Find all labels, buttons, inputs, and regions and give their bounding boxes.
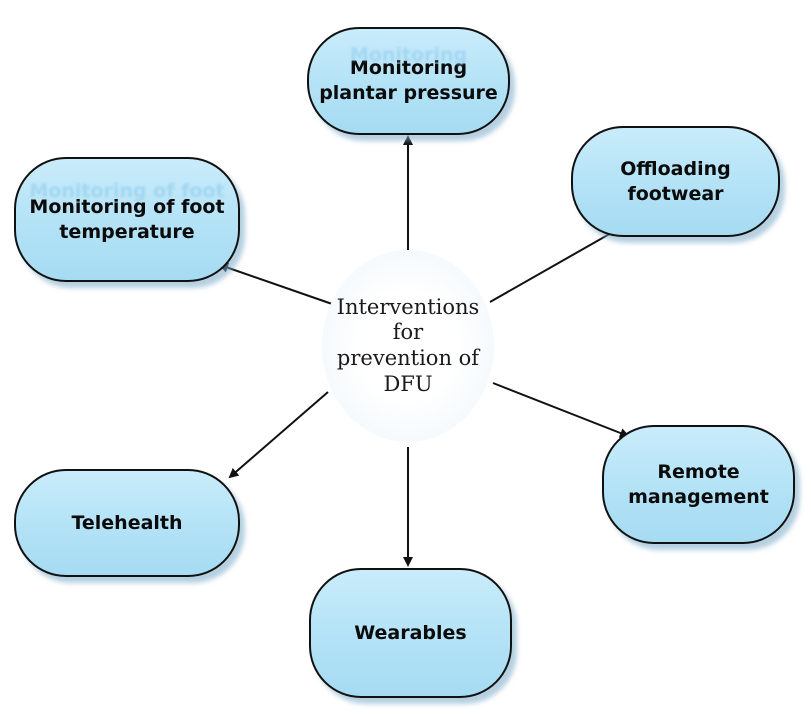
arrow-to-foot-temperature [218,262,336,306]
node-label-line1: Offloading [620,157,731,180]
node-label-line1: Remote [657,460,740,483]
node-remote-management: Remote management [602,425,795,544]
arrow-to-telehealth [228,391,329,479]
node-monitoring-foot-temperature: Monitoring of foot Monitoring of foot te… [14,157,240,282]
node-label-line2: temperature [59,220,195,243]
node-label-line1: Monitoring of foot [29,195,225,218]
node-label-line2: footwear [627,182,724,205]
node-label-line2: plantar pressure [319,82,498,104]
node-label-line1: Telehealth [71,511,183,534]
node-label-line2: management [628,485,769,508]
center-node: Interventions for prevention of DFU [322,250,494,442]
node-label-line1: Monitoring [349,57,468,80]
node-monitoring-plantar-pressure: Monitoring Monitoring plantar pressure [307,27,510,135]
arrow-to-offloading-footwear [489,227,622,303]
arrow-to-remote-management [492,382,630,438]
node-telehealth: Telehealth [14,469,240,577]
node-wearables: Wearables [309,568,512,698]
node-label-line1: Wearables [354,621,467,644]
node-offloading-footwear: Offloading footwear [571,126,780,237]
